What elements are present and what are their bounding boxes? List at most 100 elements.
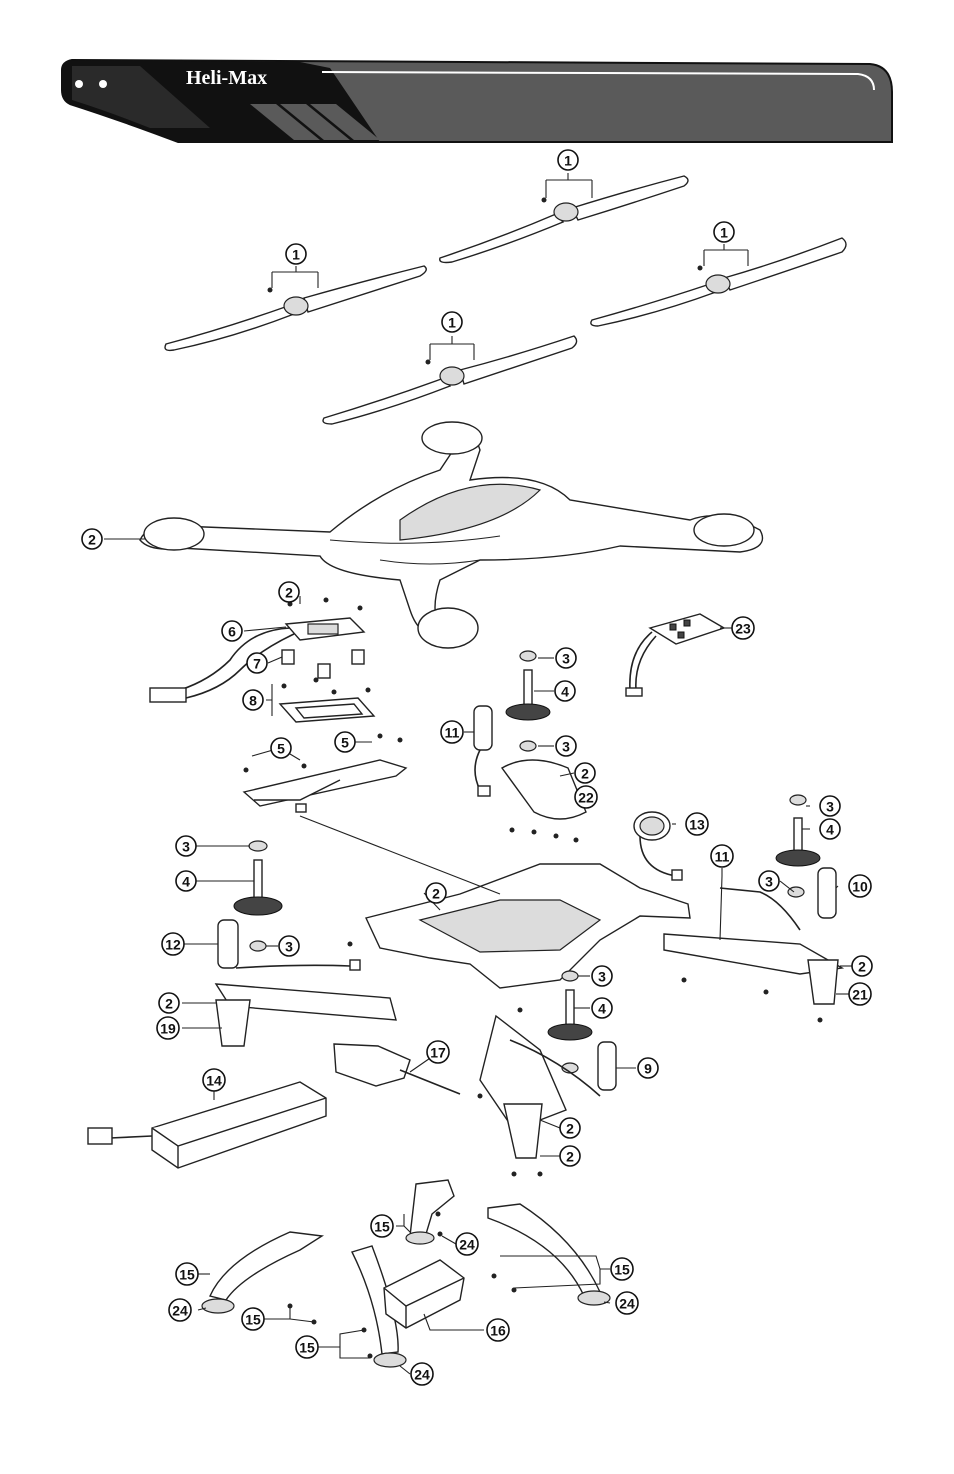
callout-number: 1 [448,315,456,331]
callout-2: 2 [82,529,102,549]
callout-22: 22 [575,786,597,808]
upper-body-shell [140,422,763,648]
callout-number: 6 [228,624,236,640]
callout-14: 14 [203,1069,225,1091]
callout-number: 3 [765,874,773,890]
callout-number: 12 [165,937,181,953]
callout-number: 7 [253,656,261,672]
battery-pack [88,1082,326,1168]
callout-2: 2 [560,1118,580,1138]
callout-10: 10 [849,875,871,897]
callout-number: 3 [285,939,293,955]
callout-4: 4 [176,871,196,891]
battery-tray [244,734,407,813]
callout-number: 3 [562,651,570,667]
callout-15: 15 [176,1263,198,1285]
callout-number: 5 [341,735,349,751]
callout-number: 17 [430,1045,446,1061]
callout-16: 16 [487,1319,509,1341]
callout-3: 3 [279,936,299,956]
callout-number: 3 [562,739,570,755]
callout-number: 10 [852,879,868,895]
callout-number: 2 [285,585,293,601]
callout-number: 16 [490,1323,506,1339]
callout-number: 2 [858,959,866,975]
callout-number: 2 [165,996,173,1012]
callout-number: 24 [619,1296,635,1312]
callout-number: 2 [432,886,440,902]
callout-number: 1 [564,153,572,169]
callout-23: 23 [732,617,754,639]
callout-number: 11 [445,725,460,741]
callout-number: 11 [715,849,730,865]
callout-24: 24 [169,1299,191,1321]
propeller-top [440,173,688,263]
callout-number: 2 [88,532,96,548]
blade-hole-icon [75,80,83,88]
landing-leg-right [488,1204,610,1305]
callout-number: 24 [414,1367,430,1383]
callout-21: 21 [849,983,871,1005]
callout-number: 2 [566,1121,574,1137]
callout-1: 1 [558,150,578,170]
callout-11: 11 [711,845,733,867]
callout-number: 2 [566,1149,574,1165]
callout-number: 2 [581,766,589,782]
callout-24: 24 [456,1233,478,1255]
callout-number: 15 [614,1262,630,1278]
callout-5: 5 [335,732,355,752]
callout-2: 2 [852,956,872,976]
callout-15: 15 [242,1308,264,1330]
propeller-right [591,238,846,326]
blade-hole-icon [99,80,107,88]
callout-2: 2 [426,883,446,903]
header-banner: Heli-Max [62,60,892,142]
landing-leg-rear [406,1180,454,1244]
propeller-left [165,266,426,350]
lens-module [634,812,682,880]
callout-9: 9 [638,1058,658,1078]
callout-15: 15 [371,1215,393,1237]
callout-number: 9 [644,1061,652,1077]
callout-12: 12 [162,933,184,955]
propeller-front [323,336,577,424]
callout-number: 13 [689,817,705,833]
callout-5: 5 [271,738,291,758]
callout-2: 2 [575,763,595,783]
callout-number: 5 [277,741,285,757]
callout-2: 2 [159,993,179,1013]
callout-19: 19 [157,1017,179,1039]
callout-number: 3 [826,799,834,815]
callout-number: 3 [182,839,190,855]
callout-number: 14 [206,1073,222,1089]
callout-number: 22 [578,790,594,806]
callout-number: 4 [826,822,834,838]
callout-2: 2 [560,1146,580,1166]
callout-number: 15 [299,1340,315,1356]
callout-number: 19 [160,1021,176,1037]
callout-3: 3 [556,736,576,756]
callout-8: 8 [243,690,263,710]
callout-number: 15 [374,1219,390,1235]
callout-3: 3 [176,836,196,856]
callout-13: 13 [686,813,708,835]
callout-2: 2 [279,582,299,602]
brand-logo: Heli-Max [186,67,267,89]
callout-3: 3 [556,648,576,668]
callout-7: 7 [247,653,267,673]
receiver-board [626,614,724,696]
callout-1: 1 [714,222,734,242]
callout-number: 24 [172,1303,188,1319]
callout-15: 15 [611,1258,633,1280]
callout-1: 1 [286,244,306,264]
callout-number: 4 [598,1001,606,1017]
callout-4: 4 [820,819,840,839]
callout-11: 11 [441,721,463,743]
motor-assembly-left [216,841,396,1046]
callout-number: 23 [735,621,751,637]
callout-4: 4 [592,998,612,1018]
callout-4: 4 [555,681,575,701]
callout-number: 3 [598,969,606,985]
callout-3: 3 [592,966,612,986]
